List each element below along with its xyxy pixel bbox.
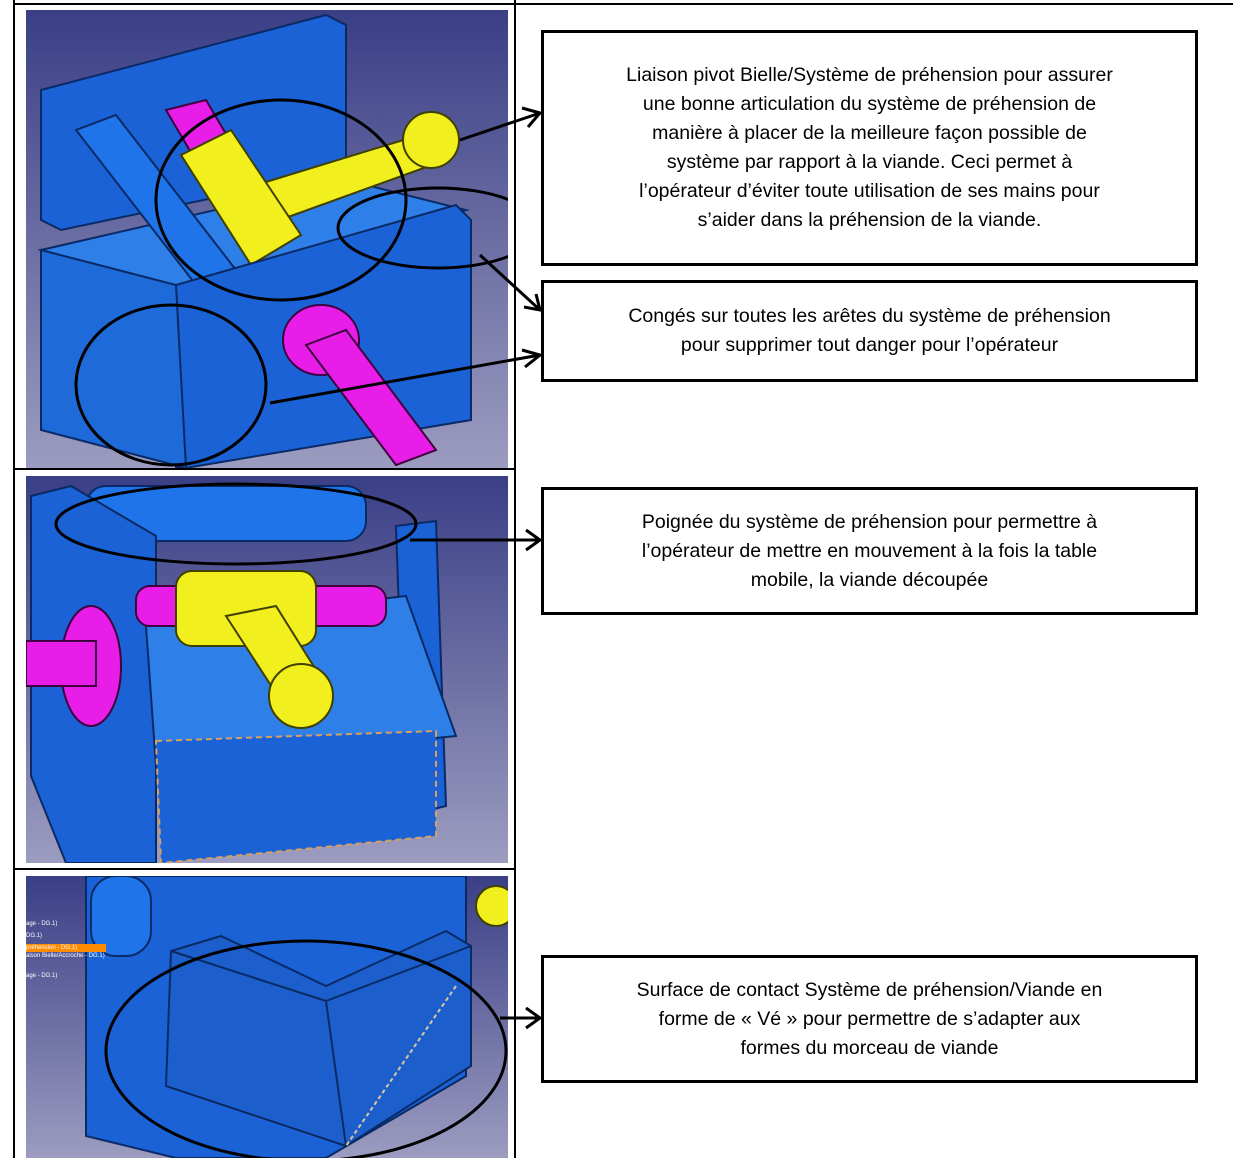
table-divider-row-1 <box>13 468 516 470</box>
tree-item[interactable]: DG.1) <box>26 933 43 939</box>
callout-text-line: système par rapport à la viande. Ceci pe… <box>666 151 1073 173</box>
callout-text-line: manière à placer de la meilleure façon p… <box>652 122 1087 144</box>
callout-text-line: mobile, la viande découpée <box>750 568 989 591</box>
table-divider-vertical <box>514 0 516 1158</box>
cad-render-handle-view <box>26 476 508 863</box>
callout-handle: Poignée du système de préhension pour pe… <box>541 487 1198 615</box>
callout-v-contact: Surface de contact Système de préhension… <box>541 955 1198 1083</box>
cad-render-handle-svg <box>26 476 508 863</box>
callout-text-line: l’opérateur d’éviter toute utilisation d… <box>639 180 1100 202</box>
table-divider-row-2 <box>13 868 516 870</box>
callout-text-line: forme de « Vé » pour permettre de s’adap… <box>658 1007 1081 1030</box>
arrow-connectors-row-2 <box>410 528 543 552</box>
arrow-connectors-row-3 <box>500 1006 543 1030</box>
callout-text-line: pour supprimer tout danger pour l’opérat… <box>680 334 1059 356</box>
callout-text-line: l’opérateur de mettre en mouvement à la … <box>641 539 1098 562</box>
arrow-connectors-row-1 <box>269 106 544 405</box>
table-border-top <box>13 3 1233 5</box>
callout-text-line: Congés sur toutes les arêtes du système … <box>628 305 1111 327</box>
callout-fillets: Congés sur toutes les arêtes du système … <box>541 280 1198 382</box>
specification-tree: age - DG.1) DG.1) préhension - DG.1) ais… <box>26 920 106 980</box>
callout-text-line: formes du morceau de viande <box>740 1036 999 1059</box>
callout-text-line: s’aider dans la préhension de la viande. <box>697 209 1042 231</box>
tree-item[interactable]: aison Bielle/Accroche - DG.1) <box>26 953 105 959</box>
tree-item-selected[interactable]: préhension - DG.1) <box>26 944 106 952</box>
callout-pivot-link: Liaison pivot Bielle/Système de préhensi… <box>541 30 1198 266</box>
tree-item[interactable]: age - DG.1) <box>26 921 58 927</box>
callout-text-line: une bonne articulation du système de pré… <box>642 93 1097 115</box>
cad-render-v-contact-svg <box>26 876 508 1158</box>
callout-text-line: Liaison pivot Bielle/Système de préhensi… <box>626 64 1113 86</box>
callout-text-line: Poignée du système de préhension pour pe… <box>641 510 1098 533</box>
cad-render-pivot-view <box>26 10 508 468</box>
callout-text-line: Surface de contact Système de préhension… <box>636 978 1103 1001</box>
cad-render-v-contact-view: age - DG.1) DG.1) préhension - DG.1) ais… <box>26 876 508 1158</box>
table-border-left <box>13 0 15 1158</box>
cad-render-pivot-svg <box>26 10 508 468</box>
tree-item[interactable]: age - DG.1) <box>26 973 58 979</box>
